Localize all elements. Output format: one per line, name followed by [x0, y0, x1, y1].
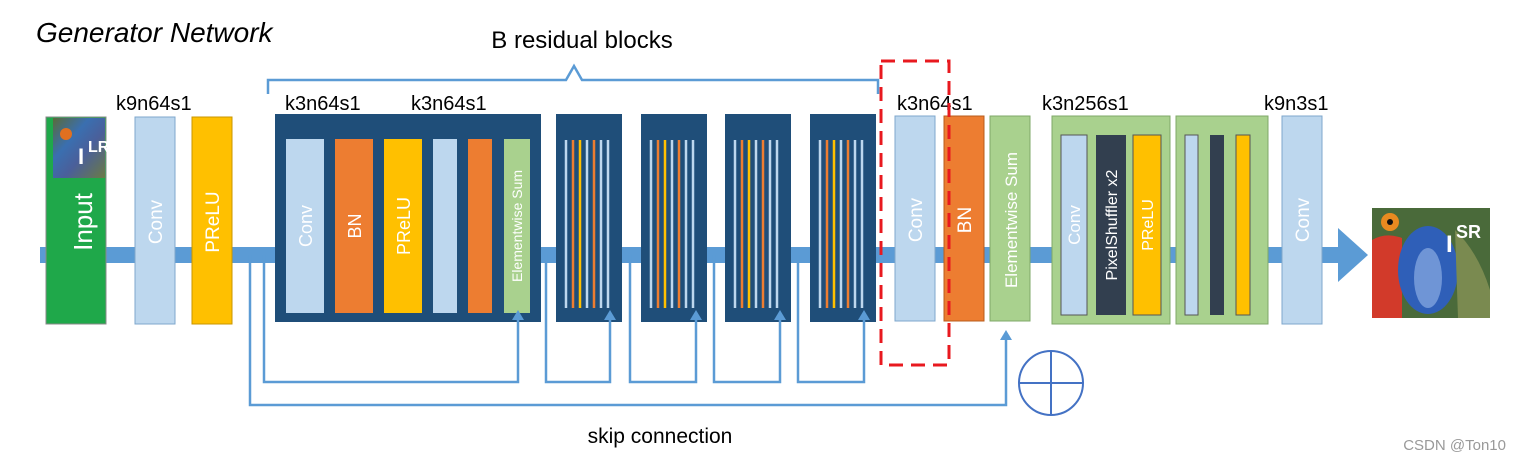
upsample2-prelu-layer — [1235, 134, 1251, 316]
post-res-elementwise-sum-label: Elementwise Sum — [1002, 152, 1021, 288]
conv-layer-first — [134, 116, 176, 325]
inner-skip-arrowheads — [512, 310, 870, 320]
param-upsample: k3n256s1 — [1042, 93, 1129, 115]
res-elementwise-sum — [504, 139, 530, 313]
upsample-prelu-label: PReLU — [1140, 199, 1157, 251]
residual-block-compact-4 — [810, 114, 876, 322]
highlight-dashed-box — [879, 59, 951, 367]
upsample-prelu-layer — [1132, 134, 1162, 316]
upsample2-pixel-shuffler — [1210, 135, 1224, 315]
res-prelu-layer — [384, 139, 422, 313]
final-conv-label: Conv — [1293, 197, 1314, 242]
res-bn-layer-2 — [468, 139, 492, 313]
long-skip-arrowhead — [1000, 330, 1012, 340]
post-res-conv-layer — [894, 115, 936, 322]
residual-group-brace — [266, 63, 880, 94]
output-superscript: SR — [1456, 222, 1481, 242]
post-res-conv-label: Conv — [906, 197, 927, 242]
inner-skip-connections — [262, 255, 866, 384]
residual-group-label: B residual blocks — [491, 27, 672, 54]
watermark: CSDN @Ton10 — [1403, 437, 1506, 454]
res-bn-layer-1-label: BN — [345, 213, 365, 238]
long-skip-connection — [248, 255, 1008, 407]
post-res-bn-layer — [943, 115, 985, 322]
res-prelu-layer-label: PReLU — [394, 197, 414, 255]
param-post-res-conv: k3n64s1 — [897, 93, 973, 115]
param-res-conv2: k3n64s1 — [411, 93, 487, 115]
output-image — [1372, 208, 1490, 318]
res-bn-layer-1 — [335, 139, 373, 313]
res-conv-layer-1-label: Conv — [296, 205, 316, 247]
residual-block-compact-3 — [725, 114, 791, 322]
param-final-conv: k9n3s1 — [1264, 93, 1329, 115]
pixel-shuffler-layer — [1096, 135, 1126, 315]
prelu-layer-first — [191, 116, 233, 325]
post-res-bn-label: BN — [955, 207, 976, 233]
residual-block-compact-2 — [641, 114, 707, 322]
diagram-title: Generator Network — [36, 17, 275, 48]
upsample-conv-label: Conv — [1065, 205, 1084, 245]
input-superscript: LR — [88, 139, 110, 156]
prelu-layer-first-label: PReLU — [203, 191, 224, 252]
pixel-shuffler-label: PixelShuffler x2 — [1104, 169, 1121, 280]
input-image-eye — [60, 128, 72, 140]
res-elementwise-sum-label: Elementwise Sum — [509, 170, 525, 282]
param-res-conv1: k3n64s1 — [285, 93, 361, 115]
conv-layer-first-label: Conv — [146, 199, 167, 244]
main-flow-arrowhead — [1338, 228, 1368, 282]
param-first-conv: k9n64s1 — [116, 93, 192, 115]
output-symbol: I — [1446, 231, 1453, 258]
upsample2-conv-layer — [1184, 134, 1199, 316]
input-label: Input — [68, 192, 98, 251]
res-conv-layer-2 — [433, 139, 457, 313]
upsample-conv-layer — [1060, 134, 1088, 316]
input-symbol: I — [78, 144, 84, 169]
skip-connection-label: skip connection — [588, 425, 733, 448]
res-conv-layer-1 — [286, 139, 324, 313]
residual-block-compact-1 — [556, 114, 622, 322]
post-res-elementwise-sum — [989, 115, 1031, 322]
final-conv-layer — [1281, 115, 1323, 325]
input-image-thumbnail — [53, 118, 105, 178]
